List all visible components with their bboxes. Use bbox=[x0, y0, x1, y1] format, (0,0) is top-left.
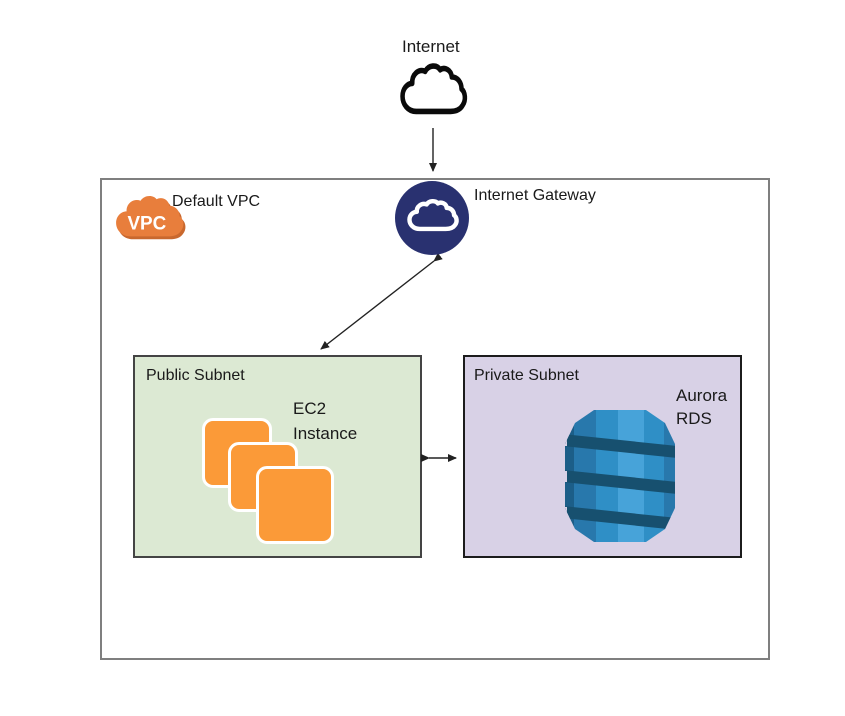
internet-gateway-label: Internet Gateway bbox=[474, 187, 596, 204]
ec2-instance-icon-front bbox=[256, 466, 334, 544]
vpc-label: Default VPC bbox=[172, 193, 261, 210]
public-subnet-label: Public Subnet bbox=[146, 367, 245, 384]
aurora-rds-label: Aurora RDS bbox=[676, 386, 728, 428]
vpc-icon-text: VPC bbox=[127, 213, 166, 234]
private-subnet-label: Private Subnet bbox=[474, 367, 579, 384]
aurora-rds-icon bbox=[565, 410, 675, 542]
ec2-instance-label: EC2 Instance bbox=[293, 399, 358, 443]
internet-cloud-icon bbox=[400, 63, 468, 115]
vpc-icon: VPC bbox=[116, 195, 186, 240]
internet-gateway-icon bbox=[395, 181, 469, 255]
internet-label: Internet bbox=[402, 37, 460, 56]
